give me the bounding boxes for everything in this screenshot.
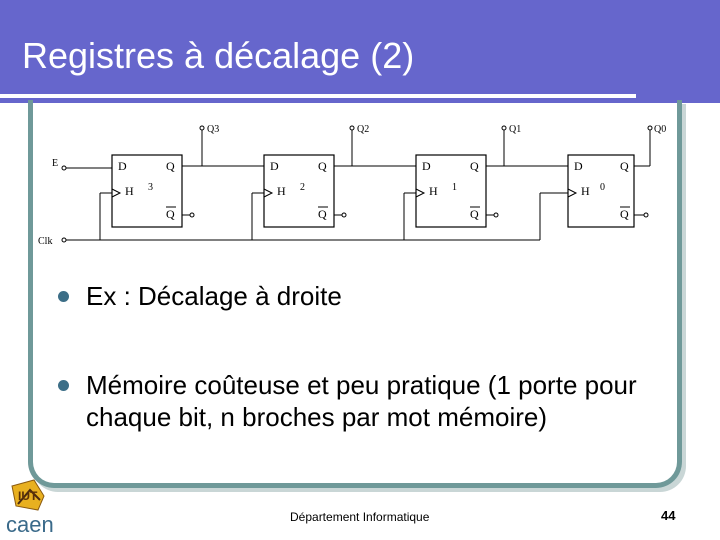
svg-text:Q2: Q2 <box>357 124 369 135</box>
svg-text:Q: Q <box>166 207 175 221</box>
svg-text:D: D <box>574 159 583 173</box>
svg-text:D: D <box>118 159 127 173</box>
svg-text:D: D <box>422 159 431 173</box>
bullet-icon <box>58 291 69 302</box>
svg-text:Q3: Q3 <box>207 124 219 135</box>
svg-text:Q: Q <box>470 159 479 173</box>
bullet-item: Mémoire coûteuse et peu pratique (1 port… <box>58 369 678 433</box>
svg-text:H: H <box>429 184 438 198</box>
svg-text:Q: Q <box>166 159 175 173</box>
svg-text:Q1: Q1 <box>509 124 521 135</box>
svg-text:H: H <box>581 184 590 198</box>
bullet-icon <box>58 380 69 391</box>
input-label: E <box>52 158 58 169</box>
clock-terminal <box>61 237 67 243</box>
svg-text:Q: Q <box>318 207 327 221</box>
title-underline <box>0 94 636 98</box>
svg-text:IUT: IUT <box>18 489 38 503</box>
title-bar <box>0 0 720 103</box>
shift-register-diagram: E Clk D Q H 3 Q Q3 D Q H 2 Q <box>38 124 666 247</box>
iut-caen-logo: IUT caen <box>6 479 54 537</box>
svg-text:1: 1 <box>452 182 457 193</box>
svg-text:Q: Q <box>318 159 327 173</box>
svg-text:2: 2 <box>300 182 305 193</box>
footer-text: Département Informatique <box>290 510 430 524</box>
content-frame <box>28 100 682 488</box>
bullet-item: Ex : Décalage à droite <box>58 280 342 312</box>
svg-text:Q: Q <box>620 207 629 221</box>
flipflop-3: D Q H 3 Q Q3 <box>99 124 219 240</box>
flipflop-2: D Q H 2 Q Q2 <box>251 124 369 240</box>
svg-text:3: 3 <box>148 182 153 193</box>
slide-title: Registres à décalage (2) <box>22 35 415 76</box>
svg-text:0: 0 <box>600 182 605 193</box>
svg-text:caen: caen <box>6 512 54 537</box>
input-terminal <box>61 165 67 171</box>
bullet-text: Ex : Décalage à droite <box>86 281 342 311</box>
flipflop-0: D Q H 0 Q Q0 <box>539 124 666 240</box>
bullet-text: Mémoire coûteuse et peu pratique (1 port… <box>86 370 637 432</box>
svg-text:Q: Q <box>620 159 629 173</box>
page-number: 44 <box>661 508 676 523</box>
svg-text:Q: Q <box>470 207 479 221</box>
svg-text:D: D <box>270 159 279 173</box>
clock-label: Clk <box>38 236 52 247</box>
svg-text:H: H <box>125 184 134 198</box>
flipflop-1: D Q H 1 Q Q1 <box>403 124 521 240</box>
svg-text:Q0: Q0 <box>654 124 666 135</box>
svg-text:H: H <box>277 184 286 198</box>
